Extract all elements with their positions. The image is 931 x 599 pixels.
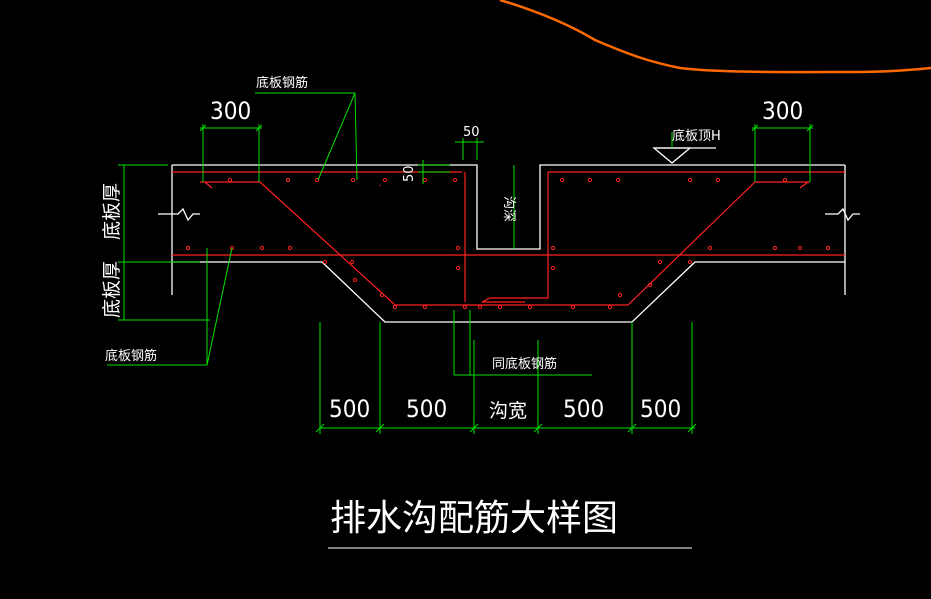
dim-bottom-4: 500 xyxy=(563,395,604,423)
rebar-lines xyxy=(172,171,845,306)
label-same-rebar: 同底板钢筋 xyxy=(492,356,557,372)
label-bottom-rebar-top: 底板钢筋 xyxy=(256,75,308,91)
label-slab-thick-upper: 底板厚 xyxy=(101,183,123,240)
dim-top-left: 300 xyxy=(210,97,251,125)
label-slab-thick-lower: 底板厚 xyxy=(101,261,123,318)
label-bottom-rebar-left: 底板钢筋 xyxy=(105,348,157,364)
dim-bottom-trench-width: 沟宽 xyxy=(489,400,527,422)
dim-side-mid: 50 xyxy=(402,165,417,182)
dim-bottom-2: 500 xyxy=(406,395,447,423)
label-slab-top: 底板顶H xyxy=(672,128,721,144)
orange-boundary-line xyxy=(499,0,931,74)
dim-bottom-5: 500 xyxy=(640,395,681,423)
label-trench-depth: 沟深 xyxy=(501,196,516,222)
dim-bottom-1: 500 xyxy=(329,395,370,423)
drawing-title: 排水沟配筋大样图 xyxy=(330,498,618,539)
dimension-lines xyxy=(107,92,814,434)
dim-top-right: 300 xyxy=(762,97,803,125)
rebar-dots xyxy=(185,177,831,310)
dim-top-mid: 50 xyxy=(463,125,480,140)
